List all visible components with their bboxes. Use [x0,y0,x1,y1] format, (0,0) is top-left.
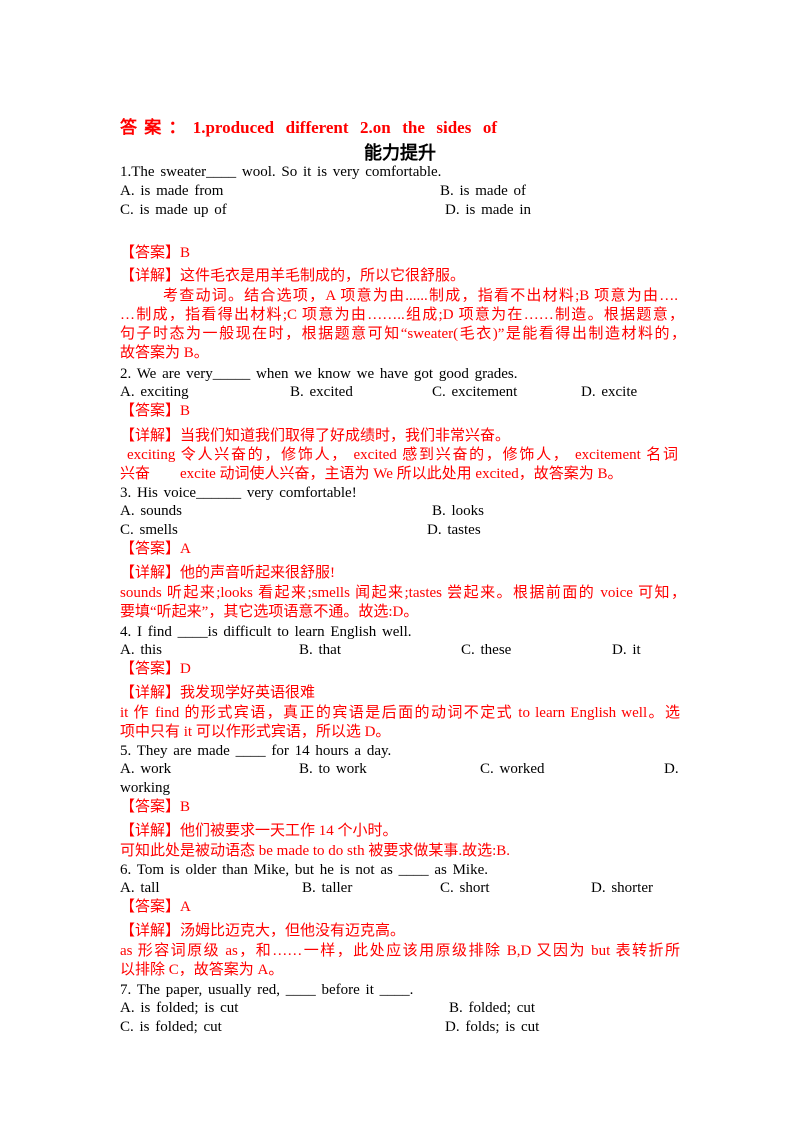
option-a: A. work [120,761,172,777]
explanation-line: 【详解】我发现学好英语很难 [120,685,316,701]
explanation-line: 故答案为 B。 [120,345,209,361]
option-c: C. smells [120,522,178,538]
option-c: C. excitement [432,384,518,400]
option-a: A. exciting [120,384,189,400]
option-c: C. is made up of [120,202,227,218]
option-a: A. is made from [120,183,224,199]
question-stem: 7. The paper, usually red, ____ before i… [120,982,414,998]
explanation-line: 句子时态为一般现在时，根据题意可知“sweater(毛衣)”是能看得出制造材料的… [120,326,686,342]
section-title: 能力提升 [364,143,436,163]
explanation-line: 兴奋 excite 动词使人兴奋，主语为 We 所以此处用 excited，故答… [120,466,623,482]
explanation-line: 【详解】汤姆比迈克大，但他没有迈克高。 [120,923,406,939]
question-stem: 1.The sweater____ wool. So it is very co… [120,164,442,180]
option-b: B. taller [302,880,353,896]
explanation-line: it 作 find 的形式宾语，真正的宾语是后面的动词不定式 to learn … [120,705,680,721]
explanation-line: as 形容词原级 as，和……一样，此处应该用原级排除 B,D 又因为 but … [120,943,680,959]
option-d: D. it [612,642,641,658]
option-b: B. is made of [440,183,526,199]
answer-line: 【答案】A [120,541,191,557]
explanation-line: 【详解】他的声音听起来很舒服! [120,565,335,581]
explanation-line: exciting 令人兴奋的，修饰人， excited 感到兴奋的，修饰人， e… [127,447,678,463]
answer-line: 【答案】D [120,661,191,677]
option-c: C. worked [480,761,545,777]
option-a: A. sounds [120,503,183,519]
explanation-line: 【详解】当我们知道我们取得了好成绩时，我们非常兴奋。 [120,428,511,444]
option-d: D. tastes [427,522,481,538]
answer-line: 【答案】B [120,799,191,815]
option-d: D. is made in [445,202,531,218]
explanation-line: 要填“听起来”，其它选项语意不通。故选:D。 [120,604,419,620]
explanation-line: 可知此处是被动语态 be made to do sth 被要求做某事.故选:B. [120,843,510,859]
explanation-line: 考查动词。结合选项，A 项意为由......制成，指看不出材料;B 项意为由…. [163,288,678,304]
option-d: D. shorter [591,880,653,896]
option-d: D. [664,761,679,777]
option-b: B. folded; cut [449,1000,536,1016]
option-c: C. short [440,880,490,896]
question-stem: 5. They are made ____ for 14 hours a day… [120,743,392,759]
option-d-wrap: working [120,780,170,796]
question-stem: 4. I find ____is difficult to learn Engl… [120,624,412,640]
explanation-line: 项中只有 it 可以作形式宾语，所以选 D。 [120,724,391,740]
option-d: D. excite [581,384,638,400]
answer-header: 答案：1.produced different 2.on the sides o… [120,118,497,137]
option-a: A. tall [120,880,160,896]
option-a: A. is folded; is cut [120,1000,239,1016]
option-d: D. folds; is cut [445,1019,540,1035]
question-stem: 3. His voice______ very comfortable! [120,485,357,501]
answer-line: 【答案】B [120,403,191,419]
explanation-line: …制成，指看得出材料;C 项意为由……..组成;D 项意为在……制造。根据题意， [120,307,684,323]
question-stem: 6. Tom is older than Mike, but he is not… [120,862,488,878]
option-b: B. looks [432,503,485,519]
option-c: C. these [461,642,512,658]
explanation-line: 【详解】这件毛衣是用羊毛制成的，所以它很舒服。 [120,268,466,284]
option-b: B. that [299,642,341,658]
option-b: B. excited [290,384,353,400]
answer-line: 【答案】A [120,899,191,915]
option-b: B. to work [299,761,367,777]
option-c: C. is folded; cut [120,1019,222,1035]
explanation-line: sounds 听起来;looks 看起来;smells 闻起来;tastes 尝… [120,585,686,601]
explanation-line: 【详解】他们被要求一天工作 14 个小时。 [120,823,398,839]
explanation-line: 以排除 C，故答案为 A。 [120,962,284,978]
option-a: A. this [120,642,163,658]
answer-line: 【答案】B [120,245,191,261]
question-stem: 2. We are very_____ when we know we have… [120,366,518,382]
